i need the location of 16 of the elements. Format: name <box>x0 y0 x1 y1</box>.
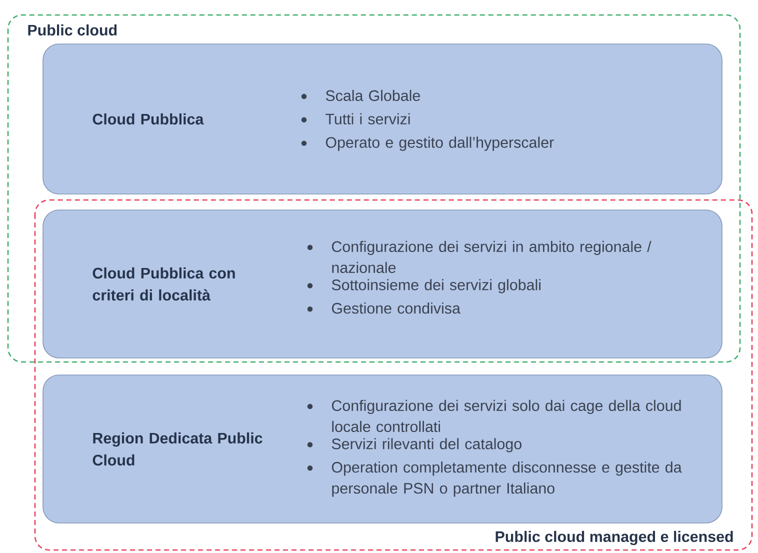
dashed-frame <box>34 199 753 551</box>
box-heading: Region Dedicata Public Cloud <box>92 432 262 466</box>
dashed-frame <box>7 14 741 363</box>
box-heading: Cloud Pubblica <box>92 113 204 125</box>
frame-label: Public cloud <box>24 23 121 37</box>
bullet-item: Configurazione dei servizi solo dai cage della cloud locale controllati <box>307 400 681 432</box>
bullet-item: Scala Globale <box>301 90 420 102</box>
bullet-item: Gestione condivisa <box>307 302 460 314</box>
bullet-item: Configurazione dei servizi in ambito regionale / nazionale <box>307 240 652 274</box>
box-heading: Cloud Pubblica con criteri di località <box>92 267 235 301</box>
bullet-item: Servizi rilevanti del catalogo <box>307 438 522 452</box>
frame-label: Public cloud managed e licensed <box>492 530 737 546</box>
bullet-item: Sottoinsieme dei servizi globali <box>307 279 540 294</box>
bullet-item: Tutti i servizi <box>301 113 410 124</box>
bullet-item: Operation completamente disconnesse e gestite da personale PSN o partner Italiano <box>307 462 682 497</box>
bullet-item: Operato e gestito dall’hyperscaler <box>301 136 554 151</box>
